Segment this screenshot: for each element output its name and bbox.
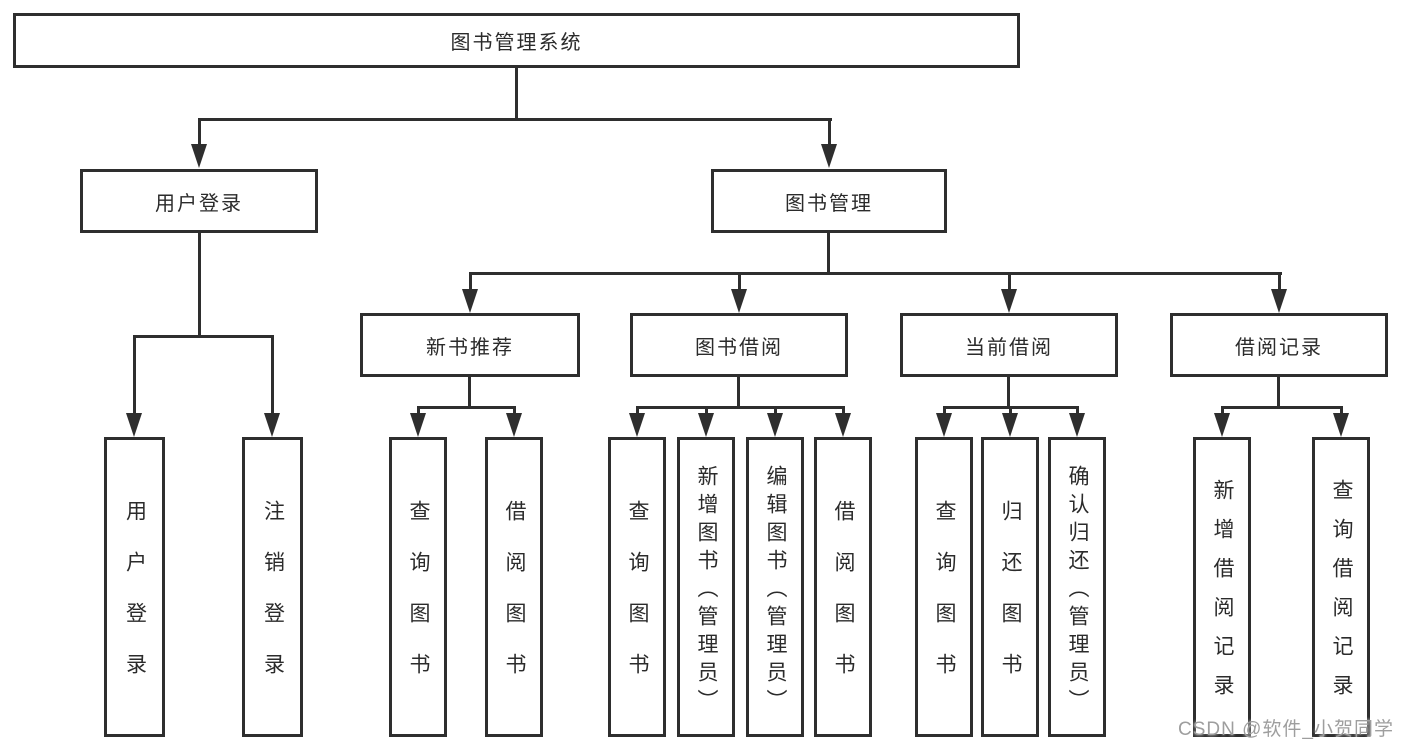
arrow-down-icon (731, 289, 747, 313)
connector-vline (1076, 406, 1079, 416)
leaf-label: 用户登录 (123, 500, 147, 704)
leaf-logout-login: 注销登录 (242, 437, 303, 737)
leaf-query-books: 查询图书 (915, 437, 973, 737)
arrow-down-icon (821, 144, 837, 168)
leaf-query-books: 查询图书 (608, 437, 666, 737)
leaf-label: 查询借阅记录 (1330, 479, 1353, 713)
leaf-label: 查询图书 (933, 500, 956, 704)
connector-vline (198, 118, 201, 146)
arrow-down-icon (1002, 413, 1018, 437)
leaf-label: 新增图书（管理员） (695, 465, 718, 717)
leaf-borrow-books: 借阅图书 (814, 437, 872, 737)
csdn-watermark: CSDN @软件_小贺同学 (1178, 719, 1394, 740)
leaf-label: 借阅图书 (832, 500, 855, 704)
connector-vline (774, 406, 777, 416)
arrow-down-icon (506, 413, 522, 437)
arrow-down-icon (462, 289, 478, 313)
leaf-label: 注销登录 (261, 500, 285, 704)
connector-vline (515, 68, 518, 120)
node-current-borrowing: 当前借阅 (900, 313, 1118, 377)
connector-hline (1221, 406, 1343, 409)
connector-vline (828, 118, 831, 146)
leaf-label: 编辑图书（管理员） (764, 465, 787, 717)
leaf-query-borrow-record: 查询借阅记录 (1312, 437, 1370, 737)
connector-vline (636, 406, 639, 416)
connector-vline (827, 233, 830, 274)
node-library-system: 图书管理系统 (13, 13, 1020, 68)
connector-hline (636, 406, 845, 409)
connector-vline (1007, 377, 1010, 408)
node-borrowing-records: 借阅记录 (1170, 313, 1388, 377)
leaf-label: 确认归还（管理员） (1066, 465, 1089, 717)
arrow-down-icon (1271, 289, 1287, 313)
arrow-down-icon (936, 413, 952, 437)
node-user-login: 用户登录 (80, 169, 318, 233)
leaf-label: 查询图书 (407, 500, 430, 704)
connector-hline (198, 118, 832, 121)
leaf-add-books-admin: 新增图书（管理员） (677, 437, 735, 737)
connector-vline (1340, 406, 1343, 416)
arrow-down-icon (1069, 413, 1085, 437)
arrow-down-icon (126, 413, 142, 437)
connector-vline (705, 406, 708, 416)
leaf-label: 归还图书 (999, 500, 1022, 704)
arrow-down-icon (1001, 289, 1017, 313)
connector-vline (198, 233, 201, 337)
connector-vline (271, 335, 274, 415)
leaf-return-books: 归还图书 (981, 437, 1039, 737)
arrow-down-icon (191, 144, 207, 168)
arrow-down-icon (410, 413, 426, 437)
leaf-borrow-books: 借阅图书 (485, 437, 543, 737)
connector-hline (417, 406, 516, 409)
arrow-down-icon (264, 413, 280, 437)
connector-vline (133, 335, 136, 415)
leaf-label: 借阅图书 (503, 500, 526, 704)
node-book-borrowing: 图书借阅 (630, 313, 848, 377)
connector-vline (513, 406, 516, 416)
connector-vline (738, 272, 741, 292)
arrow-down-icon (1214, 413, 1230, 437)
arrow-down-icon (835, 413, 851, 437)
connector-vline (1008, 272, 1011, 292)
connector-vline (469, 272, 472, 292)
connector-vline (417, 406, 420, 416)
leaf-query-books: 查询图书 (389, 437, 447, 737)
leaf-confirm-return-admin: 确认归还（管理员） (1048, 437, 1106, 737)
arrow-down-icon (629, 413, 645, 437)
leaf-add-borrow-record: 新增借阅记录 (1193, 437, 1251, 737)
connector-vline (1278, 272, 1281, 292)
node-book-management: 图书管理 (711, 169, 947, 233)
leaf-user-login: 用户登录 (104, 437, 165, 737)
connector-vline (842, 406, 845, 416)
connector-vline (737, 377, 740, 408)
leaf-label: 查询图书 (626, 500, 649, 704)
connector-hline (133, 335, 274, 338)
arrow-down-icon (1333, 413, 1349, 437)
connector-hline (469, 272, 1282, 275)
node-new-book-recommend: 新书推荐 (360, 313, 580, 377)
leaf-edit-books-admin: 编辑图书（管理员） (746, 437, 804, 737)
connector-vline (1009, 406, 1012, 416)
arrow-down-icon (767, 413, 783, 437)
connector-vline (943, 406, 946, 416)
arrow-down-icon (698, 413, 714, 437)
leaf-label: 新增借阅记录 (1211, 479, 1234, 713)
connector-vline (468, 377, 471, 408)
connector-vline (1221, 406, 1224, 416)
connector-vline (1277, 377, 1280, 408)
